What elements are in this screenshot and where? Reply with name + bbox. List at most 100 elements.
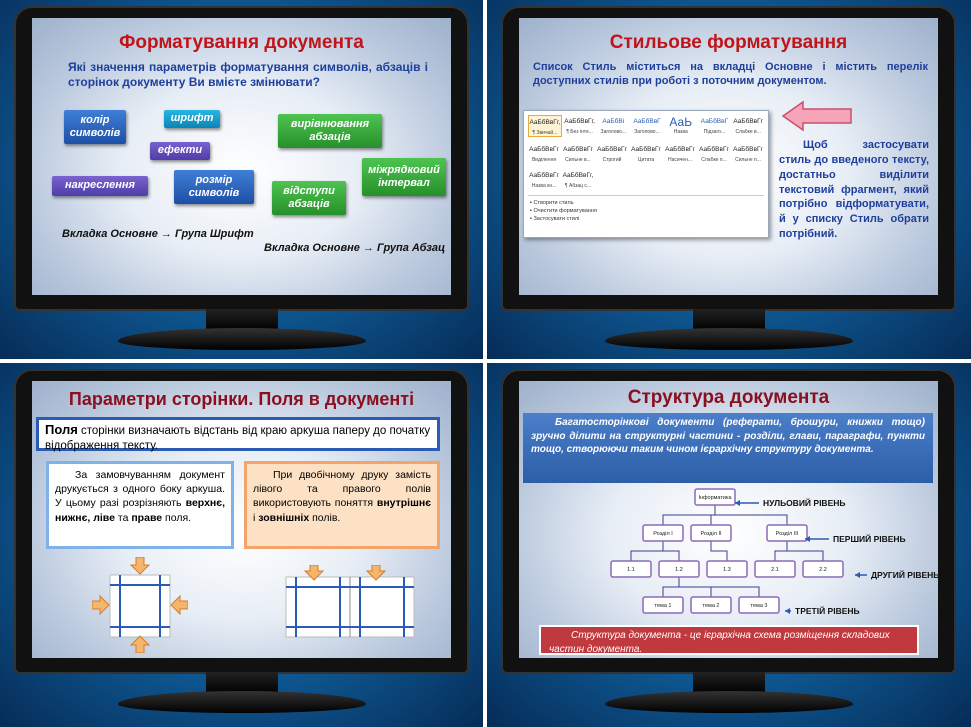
- monitor-screen: Стильове форматування Список Стиль місти…: [519, 18, 938, 295]
- monitor-neck: [206, 309, 278, 331]
- monitor-neck: [693, 309, 765, 331]
- style-name: Виділення: [531, 157, 557, 163]
- style-gallery[interactable]: АаБбВвГг,¶ Звичай...АаБбВвГг, ¶ Без інте.…: [523, 110, 769, 238]
- chip-effects: ефекти: [150, 142, 210, 160]
- gallery-menu-item[interactable]: ▪ Застосувати стилі: [530, 216, 580, 222]
- monitor-screen: Параметри сторінки. Поля в документі Пол…: [32, 381, 451, 658]
- tree-level3-node: тема 1: [642, 596, 684, 614]
- monitor-frame: Структура документа Багатосторінкові док…: [501, 369, 956, 674]
- style-option[interactable]: АаБбВвГг,¶ Абзац с...: [562, 169, 594, 189]
- double-page-margins-icon: [285, 565, 415, 638]
- divider-horizontal: [0, 359, 971, 363]
- tree-root: Інформатика: [694, 488, 736, 506]
- style-sample: АаБбВвГг: [631, 146, 661, 153]
- slide-instruction: Щоб застосувати стиль до введеного текст…: [779, 139, 929, 241]
- gallery-menu-item[interactable]: ▪ Створити стиль: [530, 200, 574, 206]
- style-name: Сильне в...: [565, 157, 591, 163]
- monitor-base: [605, 328, 853, 350]
- tree-level1-node: Розділ ІІ: [690, 524, 732, 542]
- chip-spacing: міжрядковий інтервал: [362, 158, 446, 196]
- caption-paragraph-group: Вкладка Основне → Група Абзац: [264, 242, 446, 254]
- svg-text:1.2: 1.2: [675, 567, 683, 573]
- slide-style-formatting[interactable]: Стильове форматування Список Стиль місти…: [487, 0, 971, 359]
- style-name: Слабке в...: [735, 129, 761, 135]
- tree-connector: [786, 541, 824, 561]
- svg-text:тема 2: тема 2: [703, 603, 720, 609]
- monitor-screen: Структура документа Багатосторінкові док…: [519, 381, 938, 658]
- style-name: Назва: [673, 129, 688, 135]
- lead-bold: Поля: [45, 422, 78, 437]
- fields-definition: Поля сторінки визначають відстань від кр…: [36, 417, 440, 452]
- monitor-neck: [206, 672, 278, 694]
- monitor-screen: Форматування документа Які значення пара…: [32, 18, 451, 295]
- chip-size: розмір символів: [174, 170, 254, 204]
- style-sample: АаБбВвГг: [597, 146, 627, 153]
- style-option[interactable]: АаБбВвГг, ¶ Без інте...: [564, 115, 596, 137]
- structure-intro: Багатосторінкові документи (реферати, бр…: [523, 413, 933, 483]
- style-name: Насичен...: [668, 157, 692, 163]
- tree-level3-node: тема 3: [738, 596, 780, 614]
- style-sample: АаЬ: [669, 115, 693, 129]
- svg-text:Розділ І: Розділ І: [653, 531, 673, 537]
- monitor-base: [118, 691, 366, 713]
- gallery-menu-item[interactable]: ▪ Очистити форматування: [530, 208, 597, 214]
- slide-formatting[interactable]: Форматування документа Які значення пара…: [0, 0, 483, 359]
- tree-level2-node: 2.2: [802, 560, 844, 578]
- tree-connector: [662, 505, 716, 525]
- tree-level2-node: 1.1: [610, 560, 652, 578]
- slide-document-structure[interactable]: Структура документа Багатосторінкові док…: [487, 363, 971, 727]
- tree-level1-node: Розділ ІІІ: [766, 524, 808, 542]
- svg-text:1.1: 1.1: [627, 567, 635, 573]
- svg-text:тема 3: тема 3: [751, 603, 768, 609]
- style-sample: АаБбВвГг: [665, 146, 695, 153]
- svg-text:Розділ ІІ: Розділ ІІ: [700, 531, 722, 537]
- svg-text:2.1: 2.1: [771, 567, 779, 573]
- style-option[interactable]: АаБбВвГг,¶ Звичай...: [528, 115, 562, 137]
- slide-question: Які значення параметрів форматування сим…: [68, 60, 428, 89]
- style-sample: АаБбВвГг,: [564, 118, 595, 125]
- tree-connector: [774, 541, 788, 561]
- tree-connector: [662, 577, 680, 597]
- level-label: ТРЕТІЙ РІВЕНЬ: [795, 605, 860, 616]
- single-side-box: За замовчуванням документ друкується з о…: [46, 461, 234, 549]
- monitor-frame: Параметри сторінки. Поля в документі Пол…: [14, 369, 469, 674]
- chip-indent: відступи абзаців: [272, 181, 346, 215]
- style-sample: АаБбВвГг: [699, 146, 729, 153]
- svg-text:Розділ ІІІ: Розділ ІІІ: [776, 531, 799, 537]
- chip-color: колір символів: [64, 110, 126, 144]
- tree-level3-node: тема 2: [690, 596, 732, 614]
- monitor-frame: Стильове форматування Список Стиль місти…: [501, 6, 956, 311]
- arrow-head-icon: [735, 500, 740, 506]
- monitor-frame: Форматування документа Які значення пара…: [14, 6, 469, 311]
- single-page-margins-icon: [92, 557, 188, 653]
- style-sample: АаБбВі: [602, 118, 625, 125]
- slide-page-params[interactable]: Параметри сторінки. Поля в документі Пол…: [0, 363, 483, 727]
- arrow-head-icon: [855, 572, 860, 578]
- style-name: ¶ Без інте...: [566, 129, 593, 135]
- gallery-row: АаБбВвГг,¶ Звичай...АаБбВвГг, ¶ Без інте.…: [528, 115, 764, 137]
- arrow-head-icon: [805, 536, 810, 542]
- style-name: Сильне п...: [735, 157, 761, 163]
- divider-vertical: [483, 0, 487, 727]
- style-name: Підзаго...: [703, 129, 726, 135]
- caption-font-group: Вкладка Основне → Група Шрифт: [62, 228, 254, 240]
- slide-intro: Список Стиль міститься на вкладці Основн…: [533, 61, 928, 88]
- lead-text: сторінки визначають відстань від краю ар…: [45, 425, 431, 452]
- slide-title: Стильове форматування: [609, 32, 848, 53]
- monitor-base: [605, 691, 853, 713]
